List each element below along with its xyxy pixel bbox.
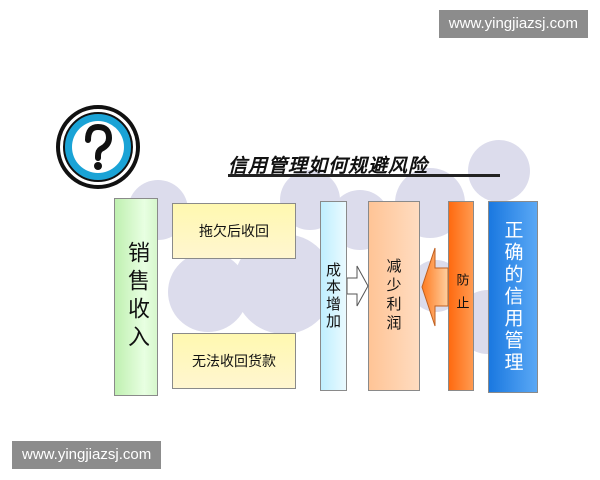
sales-income-box: 销售收入 xyxy=(114,198,158,396)
correct-credit-management-box: 正确的信用管理 xyxy=(488,201,538,393)
question-mark-icon xyxy=(54,103,142,191)
uncollectible-payment-box: 无法收回货款 xyxy=(172,333,296,389)
arrears-recovered-box: 拖欠后收回 xyxy=(172,203,296,259)
left-arrow-icon xyxy=(421,247,449,327)
cost-increase-box: 成本增加 xyxy=(320,201,347,391)
diagram-title: 信用管理如何规避风险 xyxy=(228,155,429,177)
title-underline xyxy=(228,174,500,177)
right-arrow-icon xyxy=(347,265,369,307)
decor-circle xyxy=(468,140,530,202)
profit-reduction-box: 减少利润 xyxy=(368,201,420,391)
watermark-bottom: www.yingjiazsj.com xyxy=(12,441,162,469)
watermark-top: www.yingjiazsj.com xyxy=(438,10,588,38)
prevent-box: 防止 xyxy=(448,201,474,391)
